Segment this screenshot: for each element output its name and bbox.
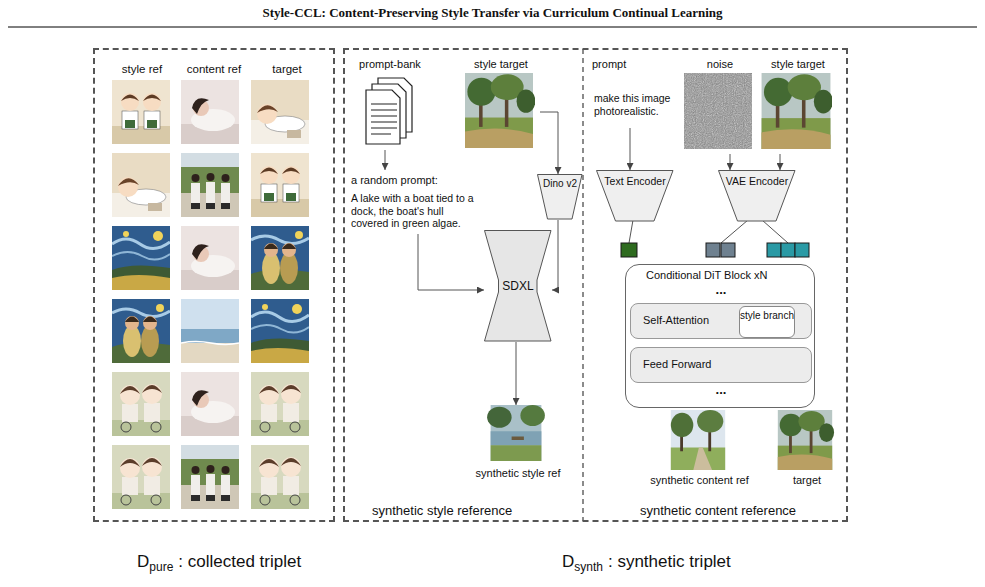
document-stack-icon bbox=[366, 78, 412, 144]
node-label: prompt bbox=[592, 58, 626, 71]
dataset-panel: style ref content ref target bbox=[93, 48, 335, 522]
node-label: style branch bbox=[740, 310, 794, 322]
noise-image-base bbox=[684, 73, 752, 149]
image-frame: noise bbox=[682, 58, 758, 154]
image-frame: style target bbox=[758, 58, 838, 154]
flow-arrow bbox=[418, 234, 484, 290]
prompt-text: a random prompt: A lake with a boat tied … bbox=[351, 170, 478, 234]
flow-arrow bbox=[552, 220, 558, 290]
node-label: Self-Attention bbox=[643, 314, 709, 327]
node-label: ... bbox=[716, 284, 727, 296]
synthetic-style-image bbox=[487, 405, 545, 461]
style-target-image bbox=[465, 73, 535, 148]
node-label: VAE Encoder bbox=[726, 175, 788, 188]
node-label: synthetic content reference bbox=[640, 503, 796, 519]
image-frame: synthetic content ref bbox=[647, 412, 752, 496]
caption-group: Dsynth : synthetic triplet bbox=[562, 552, 731, 574]
image-frame: target bbox=[767, 412, 847, 496]
node-label: a random prompt: bbox=[351, 174, 478, 187]
node-label: synthetic style ref bbox=[476, 467, 561, 480]
subscript-label: synth bbox=[574, 560, 603, 574]
style-branch-box: style branch bbox=[739, 306, 795, 338]
attention-box: Self-Attention style branch bbox=[630, 303, 812, 339]
shape-outline bbox=[719, 171, 796, 222]
node-label: style target bbox=[771, 58, 825, 71]
condition-tokens bbox=[621, 243, 809, 257]
node-label: content ref bbox=[187, 63, 241, 77]
caption-text: : collected triplet bbox=[178, 552, 301, 571]
node-label: prompt-bank bbox=[359, 58, 421, 71]
node-label: A lake with a boat tied to a dock, the b… bbox=[351, 192, 478, 230]
flow-arrow bbox=[385, 150, 386, 170]
image-frame: synthetic style ref bbox=[468, 405, 568, 485]
node-label: Text Encoder bbox=[604, 175, 665, 188]
section-divider bbox=[582, 49, 584, 521]
caption-group: Dpure : collected triplet bbox=[137, 552, 301, 574]
flow-arrow bbox=[780, 154, 781, 170]
triplet-images bbox=[112, 80, 309, 509]
target-image bbox=[778, 410, 834, 470]
shape-outline bbox=[538, 175, 583, 220]
caption-text: : synthetic triplet bbox=[608, 552, 731, 571]
encoder-trapezoid: Text Encoder bbox=[596, 170, 674, 222]
node-label: style ref bbox=[122, 63, 162, 77]
node-label: target bbox=[793, 474, 821, 487]
title-rule bbox=[8, 27, 977, 28]
content-ref-image bbox=[671, 410, 725, 470]
node-label: SDXL bbox=[502, 279, 533, 293]
feed-forward-box: Feed Forward bbox=[630, 347, 812, 383]
unet-hourglass: SDXL bbox=[484, 230, 552, 342]
encoder-trapezoid: VAE Encoder bbox=[718, 170, 796, 222]
node-label: target bbox=[272, 63, 301, 77]
synthetic-panel: synthetic style reference synthetic conte… bbox=[343, 48, 848, 522]
flow-arrow bbox=[516, 342, 517, 405]
figure-title: Style-CCL: Content-Preserving Style Tran… bbox=[0, 5, 985, 21]
node-label: Dino v2 bbox=[543, 178, 577, 190]
caption-text: D bbox=[137, 552, 149, 571]
flow-arrow bbox=[540, 112, 558, 174]
node-label: synthetic style reference bbox=[372, 503, 512, 519]
node-label: Feed Forward bbox=[643, 358, 711, 371]
node-label: make this image photorealistic. bbox=[594, 92, 684, 117]
noise-image bbox=[684, 73, 752, 149]
dit-block: Conditional DiT Block xN...... Self-Atten… bbox=[625, 264, 815, 408]
subscript-label: pure bbox=[149, 560, 173, 574]
node-label: style target bbox=[474, 58, 528, 71]
style-target-image bbox=[762, 73, 833, 149]
prompt-bank-icon: prompt-bank bbox=[354, 58, 426, 150]
encoder-trapezoid: Dino v2 bbox=[537, 174, 583, 220]
shape-outline bbox=[485, 231, 552, 342]
node-label: noise bbox=[707, 58, 733, 71]
image-frame: style target bbox=[462, 58, 540, 152]
node-label: ... bbox=[716, 384, 727, 396]
flow-arrow bbox=[730, 154, 731, 170]
caption-text: D bbox=[562, 552, 574, 571]
flow-arrow bbox=[630, 128, 631, 170]
prompt-text: prompt make this image photorealistic. bbox=[590, 58, 685, 128]
token-links bbox=[629, 220, 788, 243]
node-label: synthetic content ref bbox=[650, 474, 748, 487]
node-label: Conditional DiT Block xN bbox=[646, 269, 767, 282]
shape-outline bbox=[597, 171, 674, 222]
